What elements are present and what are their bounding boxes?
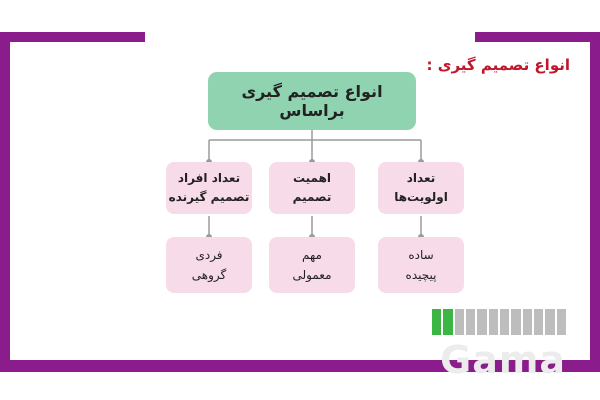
slide-heading: انواع تصمیم گیری : bbox=[426, 56, 570, 74]
progress-segment-empty bbox=[556, 309, 566, 335]
progress-segment-empty bbox=[454, 309, 464, 335]
frame-bottom-bar bbox=[0, 360, 600, 372]
progress-segment-empty bbox=[522, 309, 532, 335]
node-important-ordinary: مهم معمولی bbox=[269, 237, 355, 293]
node-individual-group: فردی گروهی bbox=[166, 237, 252, 293]
node-decision-importance: اهمیت تصمیم bbox=[269, 162, 355, 214]
frame-right-bar bbox=[590, 32, 600, 370]
progress-segment-empty bbox=[533, 309, 544, 335]
progress-indicator bbox=[432, 309, 566, 335]
node-decision-makers-count: تعداد افراد تصمیم گیرنده bbox=[166, 162, 252, 214]
progress-segment-filled bbox=[443, 309, 453, 335]
progress-segment-empty bbox=[511, 309, 521, 335]
frame-left-bar bbox=[0, 32, 10, 370]
progress-segment-empty bbox=[499, 309, 510, 335]
watermark-logo: Gama bbox=[440, 338, 567, 382]
below-frame-area bbox=[0, 372, 600, 400]
node-simple-complex: ساده پیچیده bbox=[378, 237, 464, 293]
progress-segment-empty bbox=[477, 309, 487, 335]
root-node: انواع تصمیم گیری براساس bbox=[208, 72, 416, 130]
progress-segment-empty bbox=[545, 309, 555, 335]
node-priorities-count: تعداد اولویت‌ها bbox=[378, 162, 464, 214]
frame-top-gap bbox=[145, 32, 475, 42]
progress-segment-empty bbox=[488, 309, 498, 335]
progress-segment-empty bbox=[465, 309, 476, 335]
progress-segment-filled bbox=[432, 309, 442, 335]
